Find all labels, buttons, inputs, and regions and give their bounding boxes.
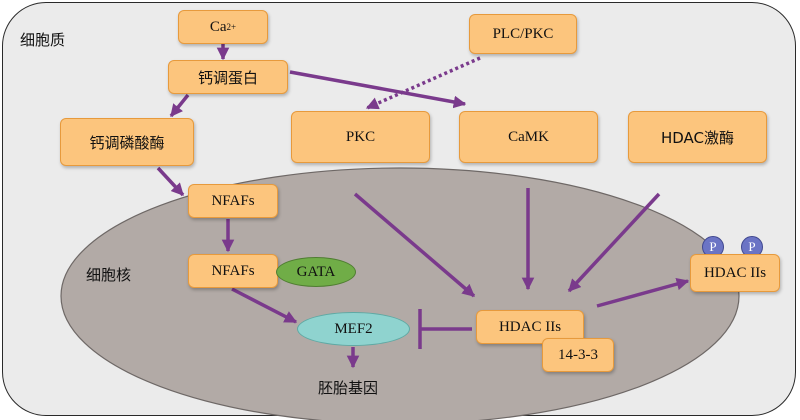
nfafs-bottom-node: NFAFs [188,254,278,288]
hdac-iis-exported-node: HDAC IIs [690,254,780,292]
calmodulin-node: 钙调蛋白 [168,60,288,94]
nucleus-label: 细胞核 [86,266,132,284]
mef2-node: MEF2 [297,312,410,346]
nfafs-top-node: NFAFs [188,184,278,218]
embryonic-genes-label: 胚胎基因 [318,379,379,397]
hdac-iis-nuclear-node: HDAC IIs [476,310,584,344]
nucleus-ellipse [60,167,740,420]
calcium-base: Ca [209,18,227,35]
hdac-kinase-node: HDAC激酶 [628,111,767,163]
camk-node: CaMK [459,111,598,163]
pkc-node: PKC [291,111,430,163]
protein-14-3-3-node: 14-3-3 [542,338,614,372]
gata-node: GATA [276,257,356,287]
cytoplasm-label: 细胞质 [20,31,66,49]
plc-pkc-node: PLC/PKC [469,14,577,54]
calcium-charge: 2+ [226,22,237,32]
calcineurin-node: 钙调磷酸酶 [60,118,194,166]
